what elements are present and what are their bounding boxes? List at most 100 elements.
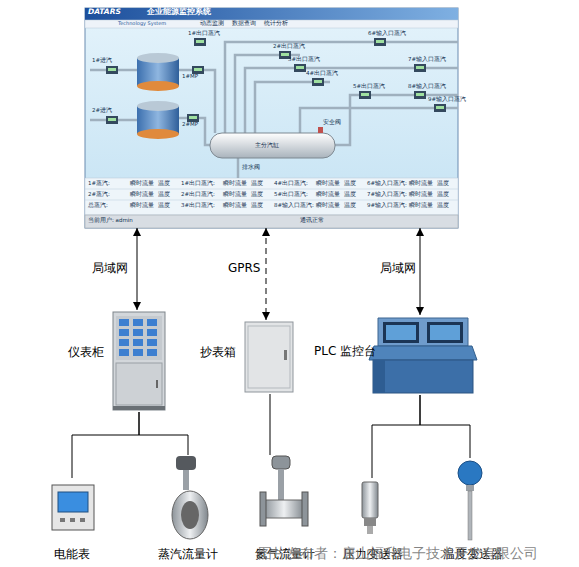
text-label: 2#MP bbox=[182, 122, 198, 128]
text-label: 温度 bbox=[437, 203, 449, 209]
text-label: 9#输入口蒸汽: bbox=[367, 203, 407, 209]
pressure-transmitter-part bbox=[367, 526, 373, 534]
text-label: 排水阀 bbox=[242, 165, 260, 171]
plc-console-part bbox=[373, 360, 473, 393]
nitrogen-flowmeter-part bbox=[260, 492, 266, 526]
software-screenshot-part-part bbox=[137, 101, 179, 111]
software-screenshot-part bbox=[210, 133, 335, 158]
plc-console bbox=[369, 318, 477, 393]
text-label: 温度 bbox=[344, 203, 356, 209]
text-label: 瞬时流量 bbox=[223, 192, 247, 198]
instrument-cabinet-part-part bbox=[119, 319, 129, 326]
instrument-cabinet-part-part bbox=[133, 319, 143, 326]
vortex-flowmeter-part bbox=[183, 470, 189, 490]
text-label: 温度 bbox=[158, 192, 170, 198]
software-screenshot-part-part bbox=[192, 66, 204, 74]
text-label: 瞬时流量 bbox=[130, 203, 154, 209]
text-label: 温度 bbox=[251, 192, 263, 198]
vortex-flowmeter-part bbox=[176, 456, 196, 470]
software-screenshot-part-part bbox=[281, 53, 289, 56]
software-screenshot-part bbox=[318, 127, 323, 133]
software-screenshot-part-part bbox=[436, 106, 444, 109]
pressure-transmitter bbox=[362, 482, 378, 534]
text-label: 总蒸汽: bbox=[88, 203, 108, 209]
meter-box-part bbox=[245, 322, 293, 392]
energy-meter-part bbox=[52, 485, 94, 530]
nitrogen-flowmeter bbox=[260, 456, 308, 526]
connector bbox=[270, 394, 271, 455]
text-label: 6#输入口蒸汽 bbox=[368, 31, 406, 37]
software-screenshot-part-part bbox=[90, 119, 137, 122]
text-label: 温度 bbox=[251, 181, 263, 187]
software-screenshot-part-part bbox=[179, 118, 210, 145]
text-label: 1#出口蒸汽: bbox=[181, 181, 215, 187]
text-label: 8#输入口蒸汽 bbox=[408, 84, 446, 90]
text-label: 8#输入口蒸汽: bbox=[274, 203, 314, 209]
text-label: 瞬时流量 bbox=[316, 192, 340, 198]
energy-meter bbox=[52, 485, 94, 530]
text-label: 温度 bbox=[158, 181, 170, 187]
device-node: 蒸汽流量计 bbox=[150, 455, 225, 563]
nitrogen-flowmeter-part bbox=[278, 469, 284, 500]
edge-label: GPRS bbox=[228, 262, 261, 275]
device-node: PLC 监控台 bbox=[312, 315, 474, 395]
software-screenshot-part-part bbox=[245, 68, 458, 133]
text-label: 1#进汽 bbox=[92, 58, 112, 64]
node-label: 电能表 bbox=[40, 548, 104, 561]
text-label: 6#输入口蒸汽: bbox=[367, 181, 407, 187]
connector bbox=[137, 228, 138, 310]
node-label: 抄表箱 bbox=[200, 346, 236, 359]
device-node: 仪表柜 bbox=[66, 310, 168, 412]
software-screenshot-part bbox=[108, 40, 444, 121]
text-label: 温度 bbox=[158, 203, 170, 209]
text-label: 2#进汽 bbox=[92, 108, 112, 114]
software-screenshot-part-part bbox=[137, 81, 179, 91]
nitrogen-flowmeter-part bbox=[264, 500, 304, 518]
software-screenshot-part-part bbox=[314, 80, 322, 83]
instrument-cabinet-part-part bbox=[147, 329, 157, 336]
nitrogen-flowmeter-part bbox=[272, 456, 290, 469]
software-screenshot-part bbox=[90, 42, 458, 178]
text-label: 瞬时流量 bbox=[409, 192, 433, 198]
vortex-flowmeter-part bbox=[172, 491, 208, 539]
vortex-flowmeter bbox=[172, 456, 208, 539]
text-label: 9#输入口蒸汽 bbox=[428, 97, 466, 103]
text-label: 瞬时流量 bbox=[316, 203, 340, 209]
instrument-cabinet-part bbox=[116, 316, 162, 360]
software-screenshot-part-part bbox=[196, 40, 204, 43]
text-label: 温度 bbox=[344, 192, 356, 198]
text-label: 2#出口蒸汽 bbox=[273, 44, 305, 50]
text-label: 主分汽缸 bbox=[255, 142, 279, 148]
text-label: 瞬时流量 bbox=[409, 181, 433, 187]
text-label: 通讯正常 bbox=[300, 218, 324, 224]
text-label: 数据查询 bbox=[232, 21, 256, 27]
instrument-cabinet-part bbox=[119, 319, 157, 356]
instrument-cabinet-part-part bbox=[119, 329, 129, 336]
text-label: 温度 bbox=[437, 192, 449, 198]
text-label: 瞬时流量 bbox=[223, 181, 247, 187]
software-screenshot-part-part bbox=[187, 114, 199, 122]
text-label: 瞬时流量 bbox=[409, 203, 433, 209]
plc-console-part bbox=[369, 346, 477, 360]
text-label: 3#出口蒸汽 bbox=[288, 57, 320, 63]
software-screenshot-part-part bbox=[108, 118, 116, 121]
instrument-cabinet-part bbox=[156, 380, 158, 388]
temperature-transmitter-part bbox=[466, 485, 474, 491]
instrument-cabinet-part bbox=[113, 312, 165, 410]
text-label: Technology System bbox=[118, 21, 166, 26]
software-screenshot-part bbox=[106, 38, 446, 124]
instrument-cabinet-part-part bbox=[147, 349, 157, 356]
software-screenshot-part-part bbox=[225, 42, 458, 133]
software-screenshot-part-part bbox=[374, 38, 386, 46]
instrument-cabinet-part-part bbox=[119, 339, 129, 346]
plc-console-part bbox=[378, 318, 468, 346]
software-screenshot-part bbox=[85, 8, 458, 20]
device-node: 抄表箱 bbox=[198, 320, 295, 394]
software-screenshot-part-part bbox=[361, 93, 369, 96]
temperature-transmitter bbox=[458, 461, 482, 540]
software-screenshot-part bbox=[85, 189, 458, 190]
node-label: PLC 监控台 bbox=[314, 345, 376, 358]
text-label: 5#出口蒸汽: bbox=[274, 192, 308, 198]
